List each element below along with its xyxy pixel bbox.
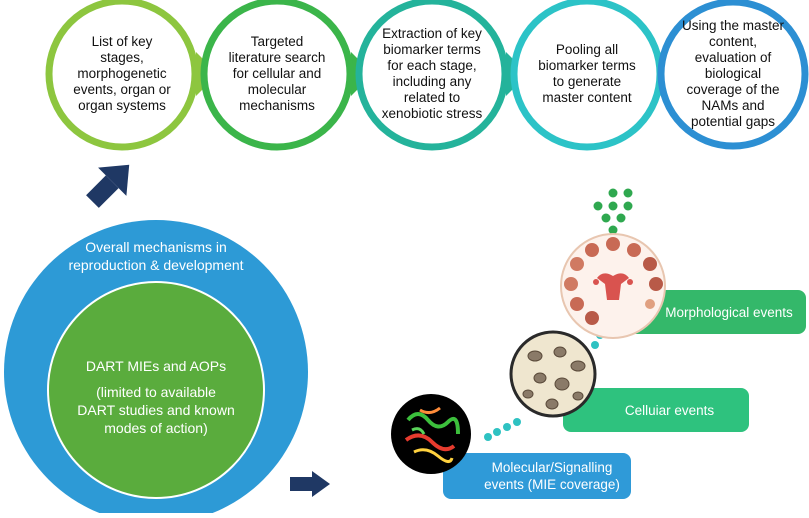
up-arrow-icon (86, 164, 130, 208)
right-arrow-icon (290, 471, 330, 497)
step-1-text: List of key stages, morphogenetic events… (73, 34, 171, 113)
molecular-cellular-dots (484, 418, 521, 441)
step-2-circle (200, 0, 354, 151)
outer-mechanisms-label: Overall mechanisms in reproduction & dev… (68, 239, 244, 273)
step-5-circle (657, 0, 809, 150)
dart-subtitle: (limited to available DART studies and k… (77, 384, 235, 436)
molecular-events-label: Molecular/Signalling events (MIE coverag… (484, 460, 620, 492)
morphological-events-label: Morphological events (665, 304, 793, 320)
morphological-events-box (618, 290, 806, 334)
inner-dart-circle (47, 281, 265, 499)
step-1-circle (45, 0, 199, 151)
molecular-events-box (443, 453, 631, 499)
dart-title: DART MIEs and AOPs (85, 358, 227, 374)
step-2-text: Targeted literature search for cellular … (228, 34, 326, 113)
step-5-text: Using the master content, evaluation of … (681, 18, 785, 129)
step-3-circle (355, 0, 509, 151)
step-4-text: Pooling all biomarker terms to generate … (538, 42, 636, 105)
protein-structure-icon (391, 394, 471, 474)
cellular-events-label: Celluiar events (624, 402, 715, 418)
cells-icon (509, 330, 597, 418)
development-dots-icon (593, 188, 633, 235)
embryo-development-icon (560, 233, 666, 339)
cellular-events-box (563, 388, 749, 432)
step-3-text: Extraction of key biomarker terms for ea… (381, 26, 483, 121)
